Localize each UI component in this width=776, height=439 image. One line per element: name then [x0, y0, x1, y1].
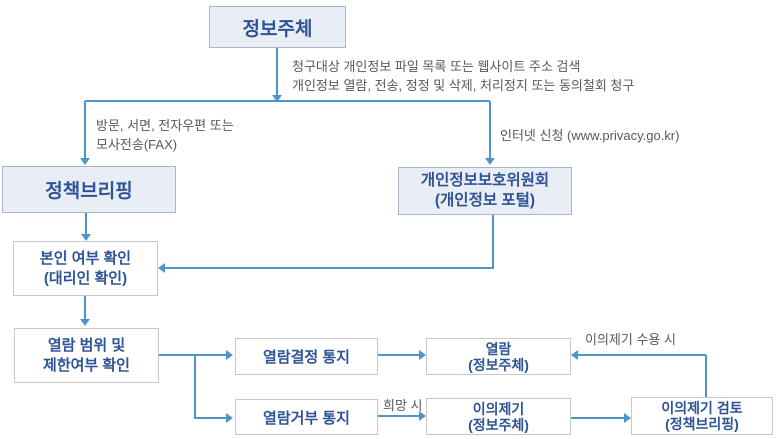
arrowhead-icon	[226, 350, 233, 360]
edge-label-line: 청구대상 개인정보 파일 목록 또는 웹사이트 주소 검색	[292, 59, 581, 74]
edge-label-visit-fax: 방문, 서면, 전자우편 또는 모사전송(FAX)	[96, 116, 234, 154]
node-sublabel: 제한여부 확인	[43, 356, 130, 374]
node-privacy-commission: 개인정보보호위원회 (개인정보 포털)	[398, 167, 572, 215]
node-label: 이의제기	[472, 400, 525, 417]
edge-label-hope: 희망 시	[383, 396, 423, 415]
node-label: 정보주체	[242, 18, 313, 40]
node-label: 열람 범위 및	[47, 336, 126, 354]
arrowhead-icon	[80, 158, 90, 165]
node-label: 열람	[485, 340, 512, 357]
connector-line	[165, 267, 494, 269]
node-label: 이의제기 검토	[661, 400, 743, 416]
node-label: 열람결정 통지	[263, 349, 350, 366]
connector-line	[276, 48, 278, 95]
node-scope-check: 열람 범위 및 제한여부 확인	[14, 328, 159, 383]
edge-label-line: 방문, 서면, 전자우편 또는	[96, 118, 234, 133]
arrowhead-icon	[571, 350, 578, 360]
connector-line	[85, 213, 87, 234]
edge-label-line: 이의제기 수용 시	[585, 332, 676, 347]
node-sublabel: (정책브리핑)	[665, 416, 739, 432]
node-info-subject: 정보주체	[209, 6, 346, 48]
connector-line	[578, 354, 706, 356]
arrowhead-icon	[419, 411, 426, 421]
node-identity-check: 본인 여부 확인 (대리인 확인)	[13, 241, 158, 296]
arrowhead-icon	[272, 95, 282, 102]
node-objection-review: 이의제기 검토 (정책브리핑)	[631, 397, 773, 435]
node-label: 본인 여부 확인	[39, 249, 132, 267]
arrowhead-icon	[80, 319, 90, 326]
node-label: 열람거부 통지	[263, 409, 350, 427]
connector-line	[378, 354, 419, 356]
edge-label-internet: 인터넷 신청 (www.privacy.go.kr)	[500, 126, 679, 145]
connector-line	[85, 100, 490, 102]
node-policy-briefing: 정책브리핑	[2, 166, 176, 213]
node-access-refusal-notice: 열람거부 통지	[235, 399, 378, 435]
node-sublabel: (개인정보 포털)	[434, 192, 536, 209]
connector-line	[195, 354, 226, 356]
node-sublabel: (정보주체)	[468, 356, 529, 373]
edge-label-objection-accepted: 이의제기 수용 시	[585, 330, 676, 349]
node-sublabel: (대리인 확인)	[43, 269, 128, 287]
edge-label-line: 모사전송(FAX)	[96, 137, 178, 152]
connector-line	[705, 355, 707, 397]
arrowhead-icon	[485, 158, 495, 165]
connector-line	[489, 101, 491, 158]
arrowhead-icon	[419, 350, 426, 360]
connector-line	[194, 355, 196, 419]
connector-line	[84, 296, 86, 319]
connector-line	[84, 101, 86, 158]
arrowhead-icon	[624, 413, 631, 423]
arrowhead-icon	[158, 263, 165, 273]
connector-line	[195, 417, 226, 419]
edge-label-line: 개인정보 열람, 전송, 정정 및 삭제, 처리정지 또는 동의철회 청구	[292, 78, 635, 93]
arrowhead-icon	[81, 234, 91, 241]
node-objection: 이의제기 (정보주체)	[426, 398, 571, 435]
connector-line	[378, 415, 419, 417]
connector-line	[571, 417, 624, 419]
node-access-decision-notice: 열람결정 통지	[235, 338, 378, 375]
node-label: 개인정보보호위원회	[420, 172, 550, 189]
node-access: 열람 (정보주체)	[426, 338, 571, 375]
arrowhead-icon	[226, 413, 233, 423]
node-sublabel: (정보주체)	[468, 416, 529, 433]
connector-line	[492, 215, 494, 269]
edge-label-request: 청구대상 개인정보 파일 목록 또는 웹사이트 주소 검색 개인정보 열람, 전…	[292, 57, 634, 95]
edge-label-line: 인터넷 신청 (www.privacy.go.kr)	[500, 128, 680, 143]
node-label: 정책브리핑	[45, 181, 133, 202]
edge-label-line: 희망 시	[383, 398, 423, 413]
connector-line	[159, 354, 196, 356]
